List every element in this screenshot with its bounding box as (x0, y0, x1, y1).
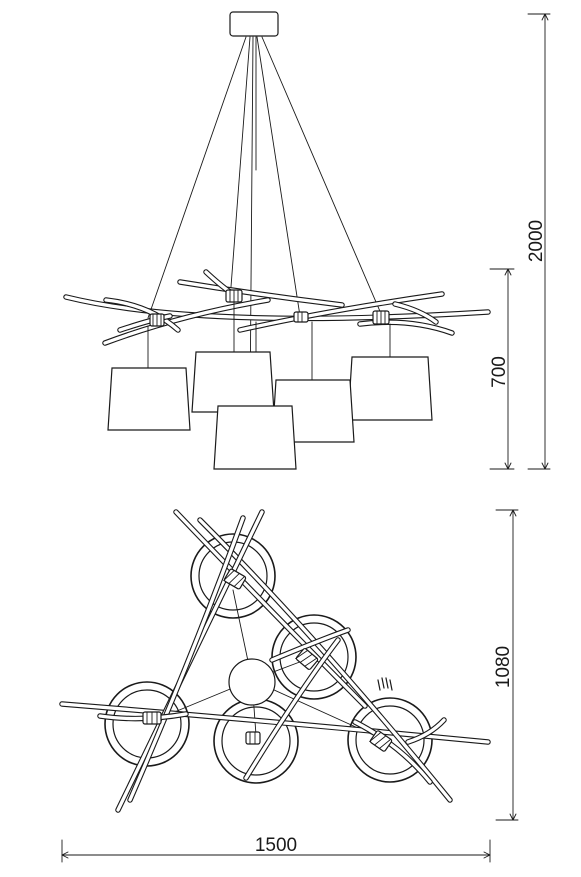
joint-wrap (369, 730, 393, 752)
dimension-width (61, 839, 491, 863)
ceiling-canopy-top (228, 658, 276, 706)
shade-rings (104, 533, 433, 784)
cable (147, 36, 247, 319)
joint-wrap (293, 311, 309, 323)
cable (261, 36, 383, 317)
dimension-label-overall-height: 2000 (526, 220, 547, 262)
lamp-shade (191, 351, 275, 413)
cable (229, 36, 251, 301)
cord-coil (377, 677, 393, 691)
lamp-shade (107, 367, 191, 431)
dimension-label-body-height: 700 (489, 356, 510, 388)
joint-wrap (225, 289, 243, 303)
dimension-overall-height (527, 13, 551, 470)
joint-wrap (245, 731, 261, 745)
front-elevation (63, 11, 491, 470)
top-plan-view (59, 509, 491, 813)
lamp-shade (347, 356, 433, 421)
joint-wrap (223, 568, 247, 590)
ceiling-canopy (229, 11, 279, 37)
dimension-body-height (489, 268, 515, 470)
central-hub (159, 589, 381, 739)
branch-frame-front (63, 269, 491, 346)
branch-frame-plan (59, 509, 491, 813)
suspension-cables (147, 36, 383, 409)
shade-ring (347, 697, 433, 783)
joint-wrap (142, 711, 162, 725)
dimension-depth (495, 509, 519, 821)
cable (249, 36, 254, 409)
dimension-lines: 2000 700 1080 1500 (61, 13, 551, 863)
lamp-shade (213, 405, 297, 470)
dimension-label-width: 1500 (255, 835, 297, 856)
lamp-shades (107, 351, 433, 470)
dimension-label-depth: 1080 (493, 646, 514, 688)
joint-wrap (372, 310, 390, 325)
wrapped-joints-plan (142, 568, 393, 752)
joint-wrap (149, 313, 165, 327)
cable (256, 36, 301, 317)
joint-wrap (295, 648, 319, 670)
wrapped-joints-front (149, 289, 390, 327)
